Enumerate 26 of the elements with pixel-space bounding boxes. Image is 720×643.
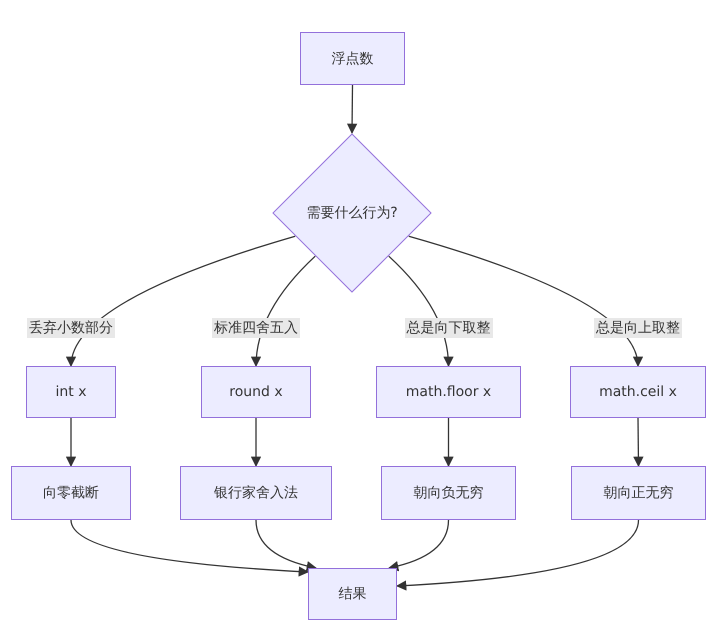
process-box: int x: [26, 366, 116, 418]
arrow: [443, 418, 454, 468]
process-box: round x: [201, 366, 311, 418]
decision-diamond: 需要什么行为?: [272, 133, 432, 293]
process-box: 银行家舍入法: [180, 466, 332, 520]
arrow: [396, 520, 640, 591]
process-box: 朝向正无穷: [571, 466, 706, 520]
arrow: [70, 520, 310, 577]
edge-label: 总是向下取整: [404, 318, 492, 338]
arrow: [408, 236, 642, 368]
process-box: math.floor x: [376, 366, 521, 418]
edge-label: 丢弃小数部分: [27, 318, 115, 338]
arrow: [250, 418, 262, 468]
edge-label: 标准四舍五入: [212, 318, 300, 338]
process-box: 浮点数: [300, 32, 405, 85]
process-box: 结果: [308, 568, 397, 620]
process-box: math.ceil x: [570, 366, 706, 418]
arrow: [67, 236, 296, 368]
arrow: [388, 520, 450, 571]
process-box: 向零截断: [11, 466, 131, 520]
arrow: [633, 418, 644, 468]
edge-label: 总是向上取整: [594, 318, 682, 338]
arrow: [346, 85, 358, 134]
arrow: [255, 520, 318, 571]
process-box: 朝向负无穷: [381, 466, 516, 520]
arrow: [66, 418, 76, 468]
